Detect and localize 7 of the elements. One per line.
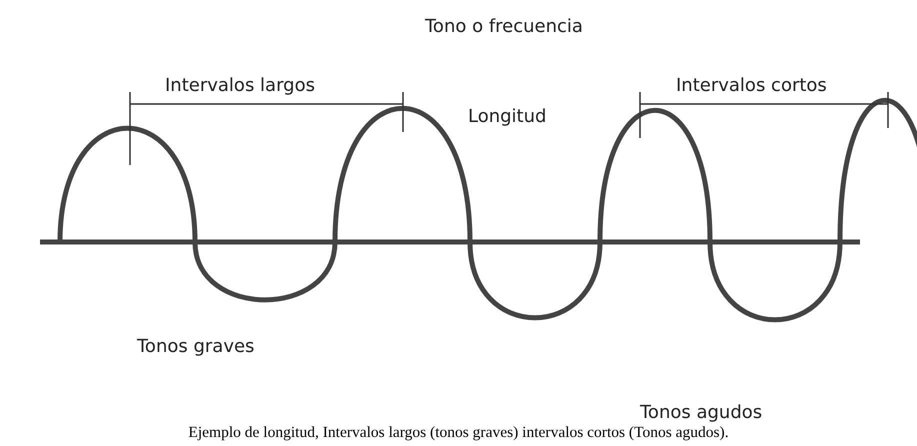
wave-label: Longitud (468, 106, 546, 127)
wave-label: Tonos graves (137, 336, 254, 357)
diagram-title: Tono o frecuencia (425, 16, 583, 37)
wave-label: Intervalos largos (165, 75, 315, 96)
wave-label: Tonos agudos (640, 402, 762, 423)
caption: Ejemplo de longitud, Intervalos largos (tonos graves) intervalos cortos (Tonos agudos). (187, 424, 730, 442)
wave-label: Intervalos cortos (676, 75, 827, 96)
